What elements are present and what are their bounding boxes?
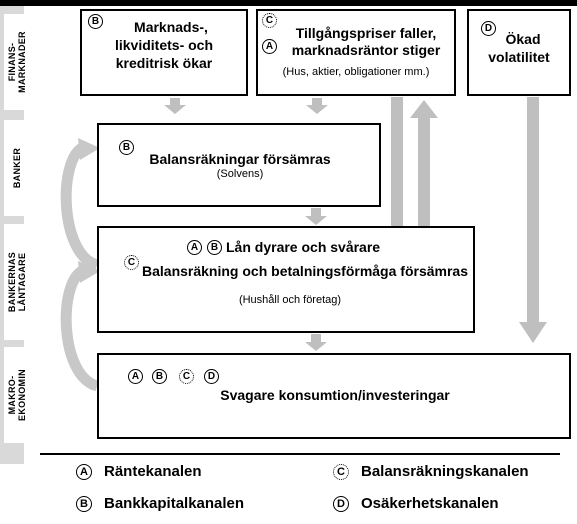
- marker-c-loans: C: [124, 255, 139, 270]
- marker-b-risk: B: [88, 14, 103, 29]
- loans-sub: (Hushåll och företag): [238, 294, 342, 306]
- loans-line1: Lån dyrare och svårare: [226, 239, 381, 255]
- prices-sub: (Hus, aktier, obligationer mm.): [282, 66, 430, 78]
- feedback-arrow-makro-to-lantagare: [60, 266, 100, 392]
- arrow-loans-to-prices: [410, 100, 438, 287]
- legend-separator: [40, 453, 560, 455]
- box-borrowers: [97, 226, 475, 333]
- legend-marker-b: B: [76, 496, 92, 513]
- legend-marker-a: A: [76, 464, 92, 481]
- box-macro: [97, 353, 571, 439]
- marker-d-macro: D: [204, 369, 219, 384]
- prices-line1: Tillgångspriser faller,: [295, 25, 437, 41]
- arrow-volatility-to-macro: [519, 97, 547, 343]
- marker-a-prices: A: [262, 39, 277, 54]
- arrow-balance-to-loans: [305, 208, 327, 225]
- arrow-risk-to-balance: [164, 98, 186, 114]
- legend-item-d: D Osäkerhetskanalen: [333, 494, 499, 514]
- risk-line3: kreditrisk ökar: [115, 55, 213, 71]
- box-risk: [80, 9, 248, 96]
- row-label-banker: BANKER: [4, 120, 30, 216]
- arrow-prices-to-loans: [383, 97, 411, 287]
- feedback-arrowhead-banker: [78, 138, 100, 160]
- legend-label-a: Räntekanalen: [104, 463, 202, 480]
- prices-line2: marknadsräntor stiger: [291, 42, 441, 58]
- legend-marker-d: D: [333, 496, 349, 513]
- marker-a-loans: A: [187, 240, 202, 255]
- balance-sub: (Solvens): [216, 168, 264, 180]
- row-label-makroekonomin: MAKRO- EKONOMIN: [4, 347, 30, 443]
- box-asset-prices: [256, 9, 456, 96]
- feedback-arrow-lantagare-to-banker: [60, 143, 100, 271]
- legend-item-c: C Balansräkningskanalen: [333, 462, 529, 482]
- legend-marker-c: C: [333, 464, 349, 481]
- marker-c-prices: C: [262, 13, 277, 28]
- marker-c-macro: C: [179, 369, 194, 384]
- legend-label-b: Bankkapitalkanalen: [104, 495, 245, 512]
- balance-line1: Balansräkningar försämras: [149, 151, 331, 167]
- feedback-arrowhead-lantagare: [78, 261, 100, 283]
- legend-item-b: B Bankkapitalkanalen: [76, 494, 244, 514]
- risk-line1: Marknads-,: [134, 19, 208, 35]
- box-bank-balance: [97, 123, 381, 207]
- loans-line2: Balansräkning och betalningsförmåga förs…: [142, 263, 468, 279]
- row-label-finansmarknader: FINANS- MARKNADER: [4, 14, 30, 110]
- marker-a-macro: A: [128, 369, 143, 384]
- marker-d-volatility: D: [481, 21, 496, 36]
- volatility-line2: volatilitet: [488, 49, 550, 65]
- arrow-loans-to-macro: [305, 334, 327, 351]
- row-label-bankernas-lantagare: BANKERNAS LÅNTAGARE: [4, 224, 30, 340]
- arrow-prices-to-balance: [306, 98, 328, 114]
- macro-line1: Svagare konsumtion/investeringar: [220, 387, 450, 403]
- legend-label-c: Balansräkningskanalen: [361, 463, 529, 480]
- legend-item-a: A Räntekanalen: [76, 462, 202, 482]
- risk-line2: likviditets- och: [114, 37, 214, 53]
- marker-b-balance: B: [119, 140, 134, 155]
- volatility-line1: Ökad: [505, 31, 541, 47]
- marker-b-macro: B: [152, 369, 167, 384]
- marker-b-loans: B: [207, 240, 222, 255]
- legend-label-d: Osäkerhetskanalen: [361, 495, 499, 512]
- top-bar: [0, 0, 577, 6]
